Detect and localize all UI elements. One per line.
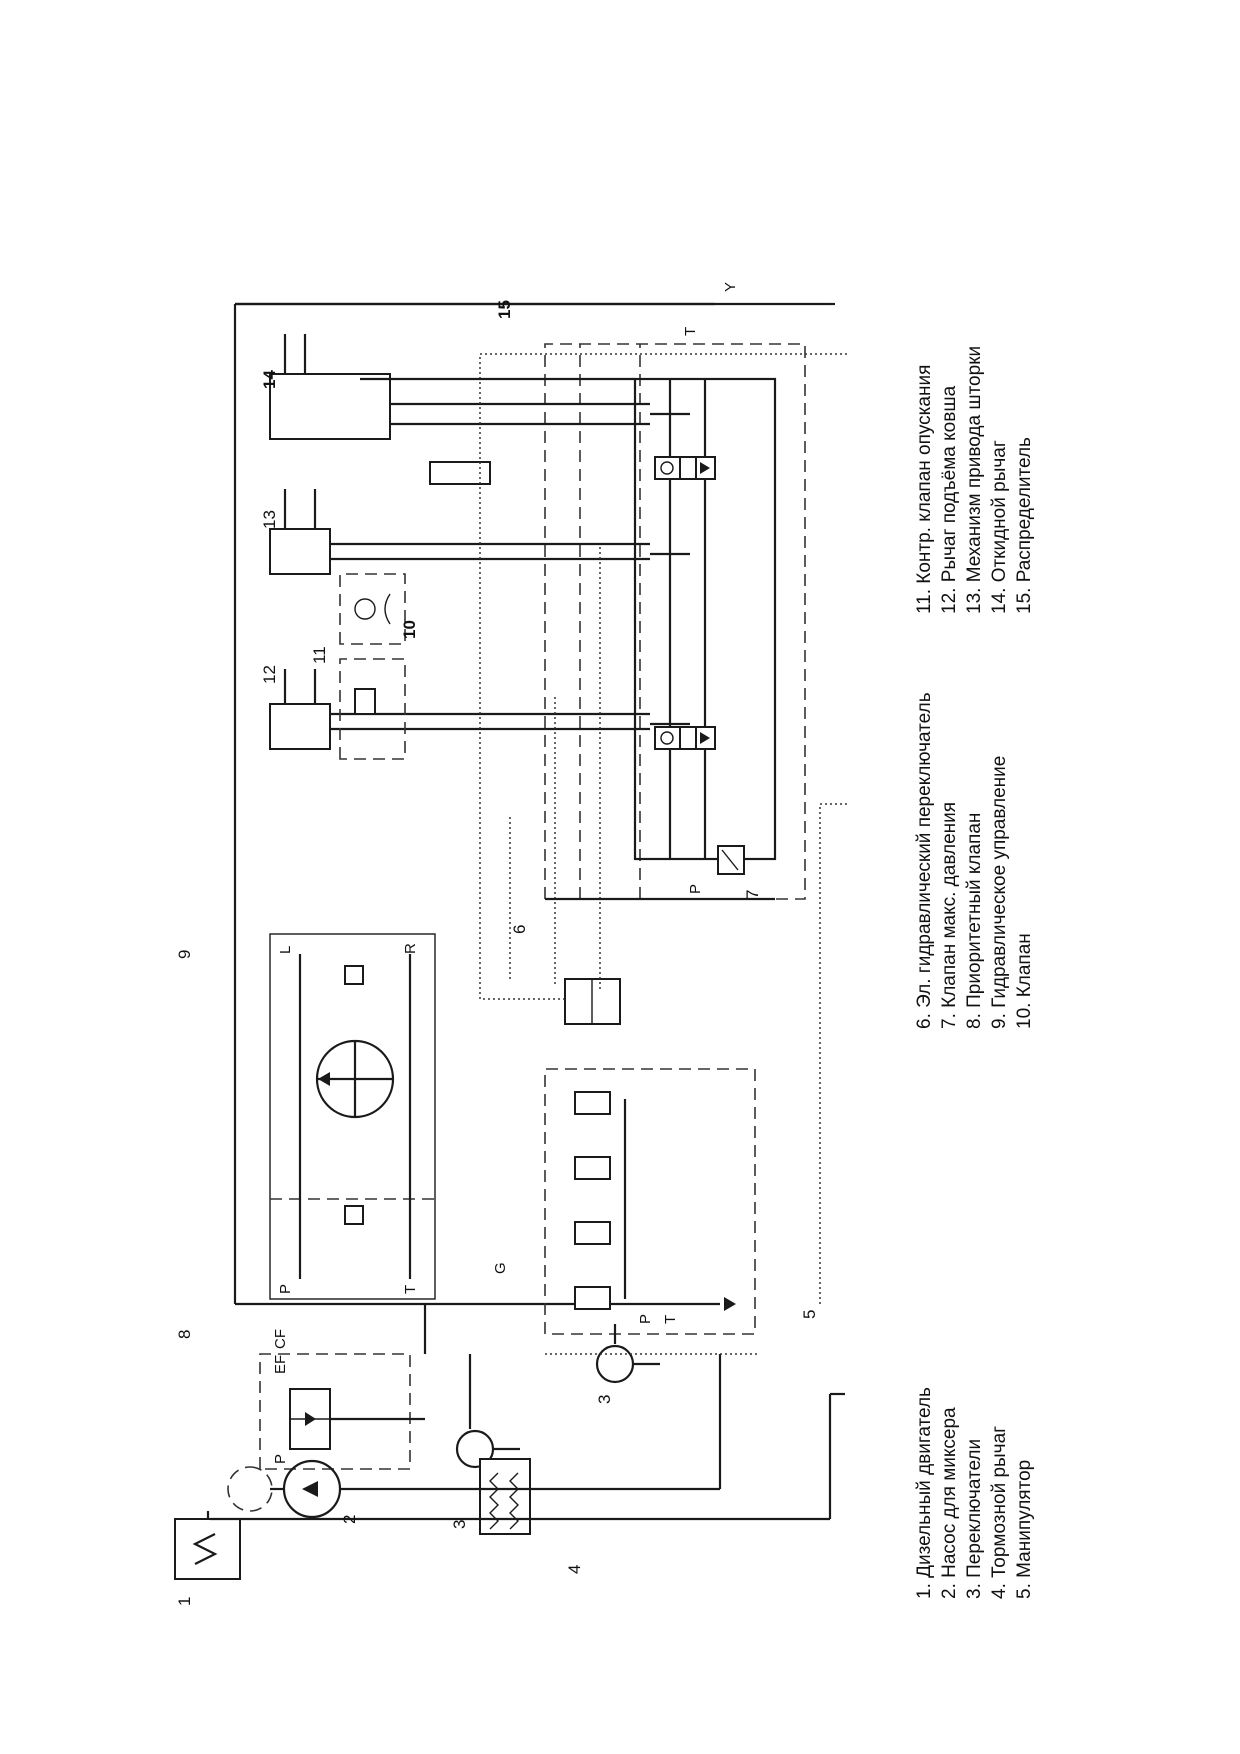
pilot-lines [479, 353, 850, 1355]
port-t-top: T [682, 327, 699, 336]
cylinder-12 [269, 669, 650, 750]
supply-lines [210, 1304, 845, 1521]
port-y: Y [722, 282, 739, 292]
callout-11: 11 [310, 646, 329, 664]
callout-1: 1 [175, 1597, 194, 1606]
port-t9: T [402, 1285, 419, 1294]
port-l: L [277, 946, 294, 954]
legend-item-7: 7. Клапан макс. давления [939, 802, 960, 1029]
brake-lever-4 [479, 1458, 531, 1535]
legend: 1. Дизельный двигатель 2. Насос для микс… [914, 346, 1035, 1599]
callout-15: 15 [495, 300, 514, 319]
legend-item-15: 15. Распределитель [1014, 437, 1035, 614]
port-p-dist: P [687, 884, 704, 894]
spool-valve-2 [654, 726, 716, 750]
callout-3a: 3 [450, 1520, 469, 1529]
tank-return-line [233, 302, 736, 1311]
diesel-engine-1 [174, 1518, 241, 1580]
valve-11 [339, 658, 406, 760]
callout-13: 13 [260, 510, 279, 529]
hydraulic-control-9 [269, 933, 436, 1300]
switch-3a [455, 1429, 520, 1469]
callout-10: 10 [400, 620, 419, 639]
manipulator-5 [544, 1068, 756, 1335]
callout-2: 2 [340, 1515, 359, 1524]
callout-12: 12 [260, 665, 279, 684]
spool-valve-1 [654, 456, 716, 480]
port-p8: P [272, 1454, 289, 1464]
spool-valve-3 [429, 461, 491, 485]
callout-9: 9 [175, 950, 194, 959]
callout-14: 14 [260, 370, 279, 389]
callout-6: 6 [510, 925, 529, 934]
legend-item-1: 1. Дизельный двигатель [914, 1387, 935, 1599]
electro-hydraulic-switch-6 [564, 978, 621, 1025]
legend-item-3: 3. Переключатели [964, 1439, 985, 1599]
callout-4: 4 [565, 1565, 584, 1574]
port-ef: EF [272, 1355, 289, 1374]
port-cf: CF [272, 1329, 289, 1349]
valve-10 [339, 573, 406, 645]
cylinder-13 [269, 489, 650, 575]
legend-item-11: 11. Контр. клапан опускания [914, 365, 935, 614]
legend-item-2: 2. Насос для миксера [939, 1407, 960, 1599]
legend-item-6: 6. Эл. гидравлический переключатель [914, 692, 935, 1029]
legend-item-13: 13. Механизм привода шторки [964, 346, 985, 614]
max-pressure-valve-7 [717, 845, 745, 875]
cylinder-14 [269, 334, 650, 440]
port-p9: P [277, 1284, 294, 1294]
distributor-lines [360, 377, 775, 901]
callout-7: 7 [743, 890, 762, 899]
port-g: G [492, 1262, 509, 1274]
legend-item-5: 5. Манипулятор [1014, 1460, 1035, 1599]
callout-8: 8 [175, 1330, 194, 1339]
legend-item-8: 8. Приоритетный клапан [964, 813, 985, 1029]
legend-item-12: 12. Рычаг подъёма ковша [939, 385, 960, 614]
callout-3b: 3 [595, 1395, 614, 1404]
callout-5: 5 [800, 1310, 819, 1319]
distributor-15 [544, 343, 806, 900]
port-p5: P [637, 1314, 654, 1324]
legend-item-14: 14. Откидной рычаг [989, 440, 1010, 614]
legend-item-4: 4. Тормозной рычаг [989, 1426, 1010, 1599]
port-r: R [402, 943, 419, 954]
port-t5: T [662, 1315, 679, 1324]
legend-item-9: 9. Гидравлическое управление [989, 756, 1010, 1029]
switch-3b [595, 1344, 660, 1384]
legend-item-10: 10. Клапан [1014, 933, 1035, 1029]
